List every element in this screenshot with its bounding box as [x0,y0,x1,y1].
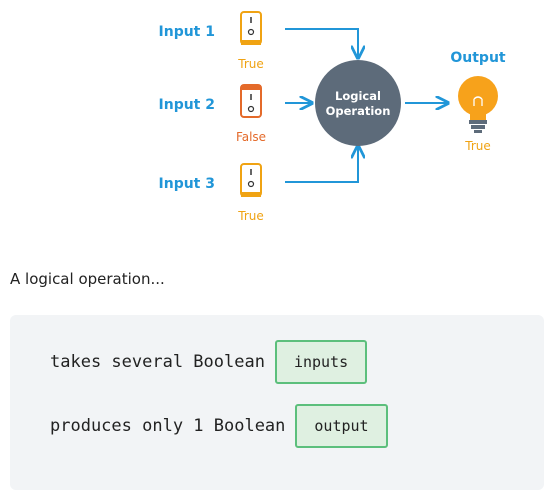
inputs-badge: inputs [274,340,368,384]
arrow-input-1 [285,28,358,58]
code-line-output: produces only 1 Boolean output [50,404,388,448]
input-3-value: True [237,209,264,223]
output-badge: output [295,404,388,448]
intro-text: A logical operation... [10,270,165,288]
operation-label-line2: Operation [326,104,391,118]
arrow-input-3 [285,146,358,183]
input-2-label: Input 2 [159,97,215,113]
logical-operation-node [315,60,401,146]
output-value: True [464,139,491,153]
switch-on-icon [240,11,262,45]
switch-off-icon [240,84,262,118]
logical-operation-diagram: Input 1 True Input 2 False Input 3 True … [159,11,506,223]
code-line-inputs: takes several Boolean inputs [50,340,368,384]
code-block: takes several Boolean inputs produces on… [10,315,544,490]
input-2-value: False [236,130,266,144]
code-text: takes several Boolean [50,352,265,372]
switch-on-icon [240,163,262,197]
lightbulb-icon [458,76,498,133]
input-3-label: Input 3 [159,176,215,192]
operation-label-line1: Logical [335,89,381,103]
output-label: Output [450,50,506,66]
input-1-label: Input 1 [159,24,215,40]
code-text: produces only 1 Boolean [50,416,286,436]
input-1-value: True [237,57,264,71]
